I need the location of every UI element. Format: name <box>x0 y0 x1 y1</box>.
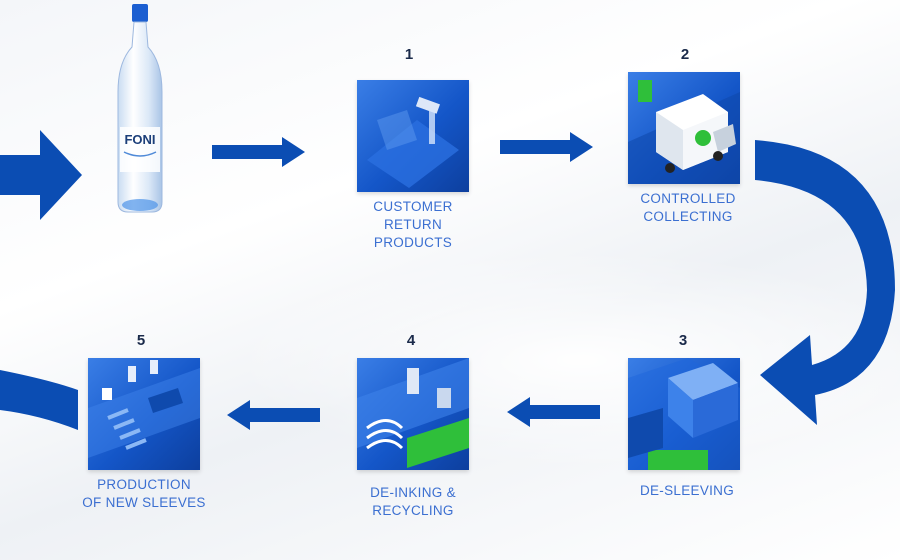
water-bottle-image: FONI <box>110 2 170 217</box>
step-5-caption: PRODUCTION OF NEW SLEEVES <box>82 477 206 510</box>
step-4-caption: DE-INKING & RECYCLING <box>370 485 456 518</box>
step-1-caption: CUSTOMER RETURN PRODUCTS <box>373 199 453 250</box>
loop-arrow-left-top <box>0 130 82 220</box>
step-1-tile <box>357 80 469 192</box>
loop-arrow-left-bottom <box>0 370 78 430</box>
step-3-tile <box>628 358 740 470</box>
arrow-step2-to-step3-curved <box>755 140 895 425</box>
step-4-number: 4 <box>406 332 416 349</box>
step-5-tile <box>88 358 200 470</box>
step-2-caption: CONTROLLED COLLECTING <box>640 191 736 224</box>
arrow-step4-to-step5 <box>227 400 320 430</box>
step-3-caption: DE-SLEEVING <box>639 483 735 498</box>
arrow-step3-to-step4 <box>507 397 600 427</box>
step-4-tile <box>357 358 469 470</box>
arrow-bottle-to-step1 <box>212 137 305 167</box>
step-3-number: 3 <box>678 332 688 349</box>
step-2-tile <box>628 72 740 184</box>
bottle-label: FONI <box>124 132 155 147</box>
step-2-number: 2 <box>680 46 690 63</box>
arrow-step1-to-step2 <box>500 132 593 162</box>
step-5-number: 5 <box>136 332 146 349</box>
step-1-number: 1 <box>404 46 414 63</box>
